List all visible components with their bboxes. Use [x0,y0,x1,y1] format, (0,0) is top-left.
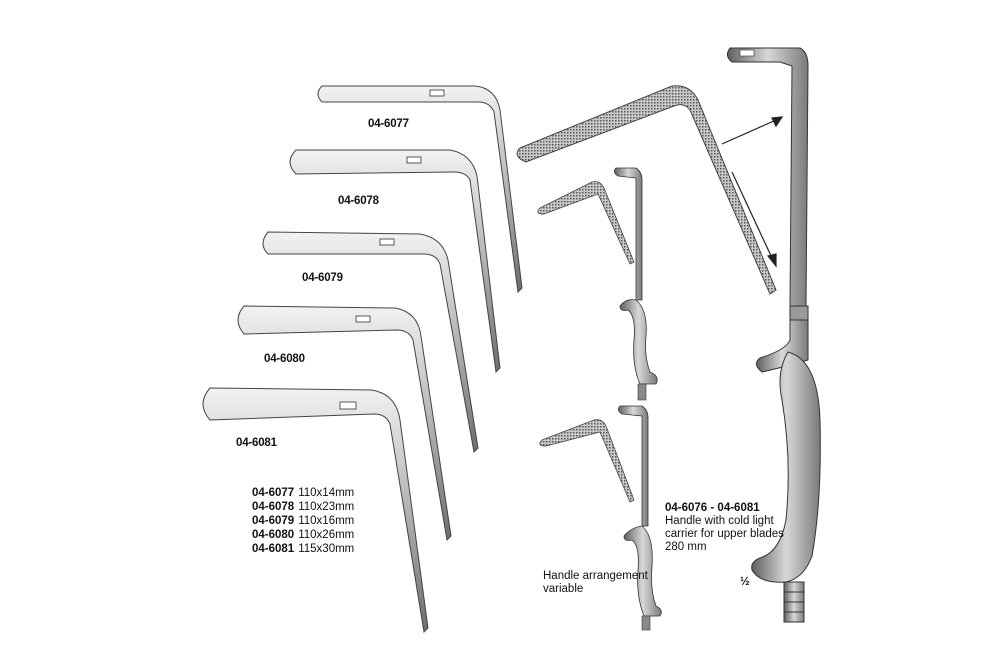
blade-label-04-6077: 04-6077 [368,118,409,130]
blade-04-6079 [262,231,479,454]
size-value: 110x16mm [298,515,355,527]
small-assembly-lower [539,405,662,631]
arrangement-line1: Handle arrangement [543,570,648,582]
size-code: 04-6078 [252,501,295,513]
serrated-blade-large [516,85,777,295]
arrow-icon [721,116,784,268]
small-assembly-upper [537,167,658,401]
handle-desc-line2: carrier for upper blades [665,528,784,540]
blade-04-6080 [237,305,452,542]
handle-large [726,47,821,623]
table-row: 04-6079 110x16mm [252,514,358,528]
handle-code-range: 04-6076 - 04-6081 [665,502,760,514]
scale-note: ½ [740,576,750,588]
size-code: 04-6081 [252,543,295,555]
arrangement-line2: variable [543,583,584,595]
arrangement-note: Handle arrangement variable [543,570,648,596]
handle-info: 04-6076 - 04-6081 Handle with cold light… [665,502,784,554]
handle-desc-line1: Handle with cold light [665,515,774,527]
size-code: 04-6080 [252,529,295,541]
size-value: 110x23mm [298,501,355,513]
size-value: 115x30mm [298,543,355,555]
blade-04-6081 [202,387,429,634]
blade-label-04-6079: 04-6079 [302,272,343,284]
blade-04-6077 [317,85,523,294]
handle-desc-line3: 280 mm [665,541,707,553]
size-code: 04-6079 [252,515,295,527]
size-value: 110x14mm [298,487,355,499]
size-value: 110x26mm [298,529,355,541]
size-table: 04-6077 110x14mm 04-6078 110x23mm 04-607… [252,486,358,556]
table-row: 04-6080 110x26mm [252,528,358,542]
blade-label-04-6078: 04-6078 [338,195,379,207]
blade-04-6078 [289,149,501,374]
blade-label-04-6080: 04-6080 [264,353,305,365]
table-row: 04-6081 115x30mm [252,542,358,556]
table-row: 04-6077 110x14mm [252,486,358,500]
table-row: 04-6078 110x23mm [252,500,358,514]
size-code: 04-6077 [252,487,295,499]
blade-label-04-6081: 04-6081 [236,437,277,449]
